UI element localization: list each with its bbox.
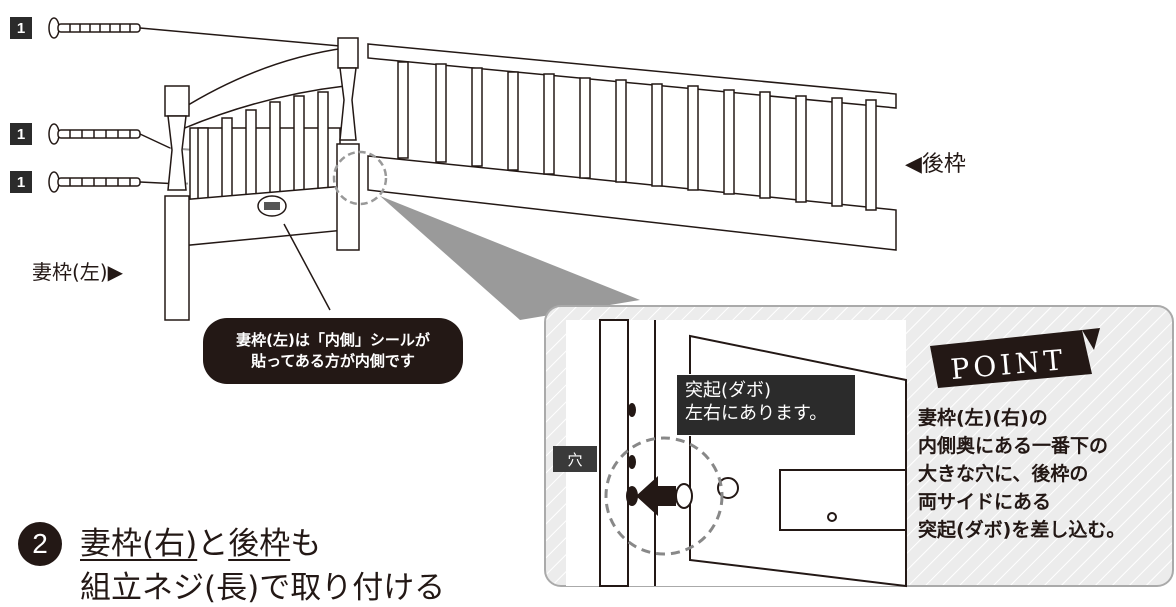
step-title: 妻枠(右)と後枠も: [80, 518, 321, 563]
end-frame-left-label: 妻枠(左)▶: [32, 260, 123, 284]
point-line: 大きな穴に、後枠の: [918, 463, 1089, 485]
zoom-pointer: [380, 196, 640, 320]
point-line: 内側奥にある一番下の: [918, 435, 1109, 457]
back-frame: [367, 43, 897, 251]
dowel-line: 左右にあります。: [685, 403, 828, 424]
screw-bottom: [48, 171, 141, 193]
note-bubble: 妻枠(左)は「内側」シールが 貼ってある方が内側です: [203, 318, 463, 384]
dowel-label: 突起(ダボ) 左右にあります。: [676, 374, 856, 436]
point-line: 突起(ダボ)を差し込む。: [918, 519, 1126, 541]
step-number: 2: [18, 522, 62, 566]
step-part: も: [290, 526, 322, 562]
point-instructions: 妻枠(左)(右)の 内側奥にある一番下の 大きな穴に、後枠の 両サイドにある 突…: [918, 404, 1125, 544]
dashed-detail-circle: [332, 150, 388, 206]
back-frame-label: ◀後枠: [905, 152, 966, 177]
step-subtitle: 組立ネジ(長)で取り付ける: [80, 570, 446, 606]
hole-label: 穴: [553, 446, 597, 472]
assembly-illustration: POINT: [48, 17, 1174, 588]
step-part: 妻枠(右): [80, 526, 198, 562]
point-tag: [930, 330, 1092, 388]
note-line: 貼ってある方が内側です: [251, 352, 415, 370]
note-line: 妻枠(左)は「内側」シールが: [236, 331, 430, 349]
part-badge: 1: [10, 17, 32, 39]
step-part: 後枠: [228, 526, 291, 562]
screw-top: [48, 17, 141, 39]
part-badge: 1: [10, 123, 32, 145]
end-frame-left: [164, 37, 360, 321]
point-line: 妻枠(左)(右)の: [918, 407, 1048, 429]
part-badge: 1: [10, 171, 32, 193]
insert-arrow: [636, 476, 676, 516]
point-line: 両サイドにある: [918, 491, 1052, 513]
dowel-line: 突起(ダボ): [685, 380, 772, 401]
screw-middle: [48, 123, 141, 145]
step-part: と: [197, 526, 229, 562]
